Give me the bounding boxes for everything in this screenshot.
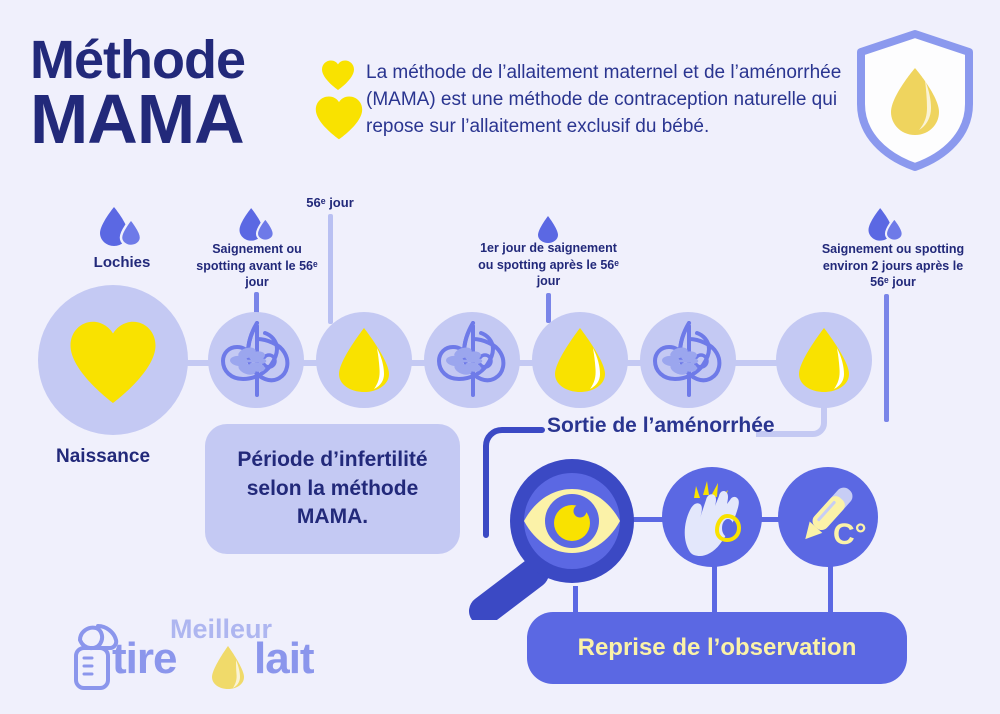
timeline-circle-drop-2 [532,312,628,408]
reprise-observation-button[interactable]: Reprise de l’observation [527,612,907,684]
observation-connector [632,517,678,522]
sortie-connector-right [756,404,827,437]
timeline-circle-breast-2 [424,312,520,408]
timeline-circle-drop-3 [776,312,872,408]
intro-paragraph: La méthode de l’allaitement maternel et … [366,62,842,137]
observation-connector [573,586,578,626]
timeline-connector [728,360,784,366]
observation-circle-hand [662,467,762,567]
observation-connector [750,517,798,522]
breast-pump-icon [74,624,119,690]
shield-droplet-icon [851,28,979,173]
naissance-label: Naissance [56,446,151,467]
timeline-label-jour-56: 56ᵉ jour [306,195,354,210]
connector-line [254,292,259,322]
observation-circle-thermometer: C° [778,467,878,567]
infertility-box: Période d’infertilité selon la méthode M… [205,424,460,554]
connector-line [884,294,889,422]
timeline-label-lochies: Lochies [93,254,151,271]
timeline-circle-breast-3 [640,312,736,408]
logo-top-word: Meilleur [170,614,273,644]
timeline-label-saignement-avant: Saignement ou spotting avant le 56ᵉ jour [196,242,318,290]
timeline-circle-naissance [38,285,188,435]
magnifier-eye-icon [469,459,634,620]
observation-connector [712,562,717,624]
milk-droplet-icon [555,328,605,392]
milk-droplet-icon [339,328,389,392]
observation-connector [828,562,833,624]
thermometer-icon: C° [805,487,867,551]
heart-icon [322,60,354,90]
timeline-circle-breast-1 [208,312,304,408]
thermometer-unit-label: C° [833,518,867,551]
double-droplet-icon [100,207,143,247]
breast-icon [652,321,722,397]
logo-word-lait: lait [254,634,315,683]
page-title: Méthode MAMA [30,30,360,158]
milk-droplet-icon [799,328,849,392]
connector-line [328,214,333,324]
timeline-connector [172,360,242,366]
breast-icon [436,321,506,397]
heart-icon [315,96,363,140]
logo-word-tire: tire [112,634,177,683]
timeline-label-saignement-apres: Saignement ou spotting environ 2 jours a… [821,242,965,290]
brand-logo[interactable]: Meilleur tire lait [62,608,315,694]
breast-icon [220,321,290,397]
title-line-2: MAMA [30,79,245,158]
double-droplet-icon [868,208,904,242]
timeline-circle-drop-1 [316,312,412,408]
single-droplet-icon [538,216,558,243]
heart-icon [70,321,156,403]
connector-line [546,293,551,323]
hand-mucus-icon [684,481,742,556]
sortie-connector-left [483,427,545,538]
double-droplet-icon [239,208,275,242]
sortie-amenorrhee-label: Sortie de l’aménorrhée [547,414,775,437]
title-line-1: Méthode [30,30,246,90]
timeline-label-premier-jour: 1er jour de saignement ou spotting après… [478,241,619,289]
droplet-icon [212,646,244,689]
